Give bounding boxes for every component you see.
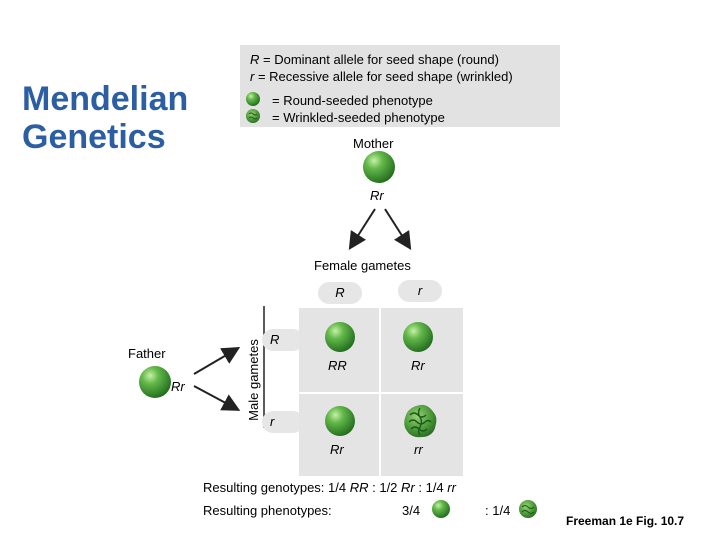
legend-round: = Round-seeded phenotype bbox=[272, 93, 433, 108]
father-label: Father bbox=[128, 346, 166, 361]
legend-recessive-text: = Recessive allele for seed shape (wrink… bbox=[254, 69, 513, 84]
legend-wrinkled: = Wrinkled-seeded phenotype bbox=[272, 110, 445, 125]
father-arrows bbox=[193, 346, 241, 411]
punnett-cell-genotype: RR bbox=[328, 358, 347, 373]
grid-divider-horizontal bbox=[299, 392, 463, 394]
arrow-icon bbox=[384, 208, 412, 251]
female-gametes-label: Female gametes bbox=[314, 258, 411, 273]
legend-box: R = Dominant allele for seed shape (roun… bbox=[240, 45, 560, 127]
arrow-icon bbox=[193, 385, 241, 411]
father-seed-icon bbox=[139, 366, 171, 398]
father-genotype: Rr bbox=[171, 379, 185, 394]
wrinkled-seed-icon bbox=[246, 109, 260, 123]
mother-arrows bbox=[348, 208, 412, 251]
round-seed-icon bbox=[246, 92, 260, 106]
male-gametes-bracket bbox=[263, 306, 265, 428]
round-seed-icon bbox=[432, 500, 450, 518]
page-title: Mendelian Genetics bbox=[22, 80, 189, 156]
punnett-cell-genotype: Rr bbox=[411, 358, 425, 373]
genotype-rr-hetero: Rr bbox=[401, 480, 415, 495]
wrinkled-seed-icon bbox=[404, 404, 437, 438]
round-seed-icon bbox=[325, 322, 355, 352]
legend-dominant: R = Dominant allele for seed shape (roun… bbox=[250, 52, 499, 67]
genotype-rr-recessive: rr bbox=[447, 480, 456, 495]
round-ratio: 3/4 bbox=[402, 503, 421, 518]
genotypes-mid-2: : 1/4 bbox=[414, 480, 448, 495]
male-gametes-label: Male gametes bbox=[246, 339, 261, 421]
figure-citation: Freeman 1e Fig. 10.7 bbox=[566, 514, 685, 528]
legend-recessive-symbol: r bbox=[250, 69, 255, 84]
wrinkled-seed-icon bbox=[519, 500, 537, 518]
phenotypes-label: Resulting phenotypes: bbox=[203, 503, 332, 518]
female-gamete-r-dominant: R bbox=[318, 282, 362, 304]
arrow-icon bbox=[193, 346, 241, 375]
resulting-phenotypes: Resulting phenotypes: bbox=[203, 503, 332, 518]
mother-seed-icon bbox=[363, 151, 395, 183]
genotypes-prefix: Resulting genotypes: 1/4 bbox=[203, 480, 350, 495]
male-gamete-r-recessive: r bbox=[262, 411, 304, 433]
punnett-cell-genotype: Rr bbox=[330, 442, 344, 457]
punnett-cell-genotype: rr bbox=[414, 442, 423, 457]
legend-dominant-text: = Dominant allele for seed shape (round) bbox=[259, 52, 499, 67]
genotype-rr-dominant: RR bbox=[349, 480, 369, 495]
male-gamete-r-dominant: R bbox=[262, 329, 304, 351]
round-seed-icon bbox=[325, 406, 355, 436]
female-gamete-r-recessive: r bbox=[398, 280, 442, 302]
genotypes-mid-1: : 1/2 bbox=[368, 480, 402, 495]
mother-genotype: Rr bbox=[370, 188, 384, 203]
resulting-genotypes: Resulting genotypes: 1/4 RR : 1/2 Rr : 1… bbox=[203, 480, 456, 495]
wrinkled-ratio: : 1/4 bbox=[485, 503, 511, 518]
round-seed-icon bbox=[403, 322, 433, 352]
legend-dominant-symbol: R bbox=[250, 52, 260, 67]
mother-label: Mother bbox=[353, 136, 394, 151]
legend-recessive: r = Recessive allele for seed shape (wri… bbox=[250, 69, 513, 84]
arrow-icon bbox=[348, 208, 376, 251]
